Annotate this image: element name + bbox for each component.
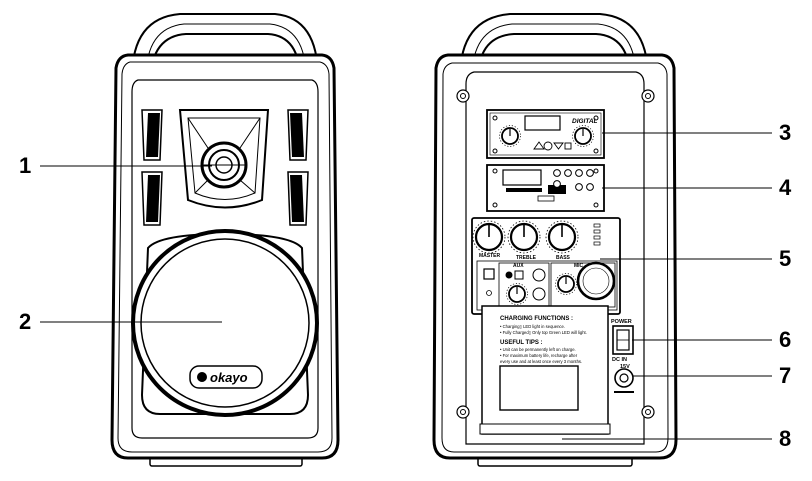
callout-1: 1 <box>19 153 32 178</box>
mic-label: MIC <box>574 263 584 269</box>
callout-5: 5 <box>779 246 792 271</box>
master-label: MASTER <box>479 253 501 259</box>
power-label: POWER <box>611 319 632 325</box>
aux-label: AUX <box>513 263 524 269</box>
callout-2: 2 <box>19 309 32 334</box>
charging-line-2: • Fully Charged▯ Only top Green LED will… <box>500 330 587 335</box>
media-player-module <box>486 164 605 212</box>
tips-line-1: • Unit can be permanently left on charge… <box>500 347 576 352</box>
tips-title: USEFUL TIPS : <box>500 340 543 346</box>
mixer-panel: MASTER TREBLE BASS AUX MIC <box>471 217 621 315</box>
dc-label: DC IN <box>612 357 627 363</box>
digital-player-module: DIGITAL <box>486 109 605 159</box>
charging-line-1: • Charging▯ LED light in sequence. <box>500 324 565 329</box>
bass-label: BASS <box>556 255 571 261</box>
callout-8: 8 <box>779 426 792 451</box>
tips-line-2: • For maximum battery life, recharge aft… <box>500 353 578 358</box>
callout-3: 3 <box>779 120 792 145</box>
brand-logo: okayo <box>189 365 263 389</box>
dc-in-jack: DC IN 15V <box>612 357 634 393</box>
digital-label: DIGITAL <box>572 118 598 125</box>
rear-speaker: DIGITAL <box>432 13 678 467</box>
callout-4: 4 <box>779 175 792 200</box>
dc-voltage: 15V <box>620 364 630 370</box>
battery-compartment: CHARGING FUNCTIONS : • Charging▯ LED lig… <box>479 305 611 435</box>
treble-label: TREBLE <box>516 255 537 261</box>
charging-title: CHARGING FUNCTIONS : <box>500 316 573 322</box>
right-vents <box>287 109 309 226</box>
callout-7: 7 <box>779 363 792 388</box>
tips-line-3: every use and at least once every 3 mont… <box>500 359 582 364</box>
power-switch: POWER <box>611 319 634 355</box>
logo-text: okayo <box>210 370 248 385</box>
front-speaker: okayo <box>110 13 340 467</box>
tweeter-horn <box>178 109 270 209</box>
woofer <box>131 229 319 417</box>
left-vents <box>141 109 163 226</box>
callout-6: 6 <box>779 327 792 352</box>
